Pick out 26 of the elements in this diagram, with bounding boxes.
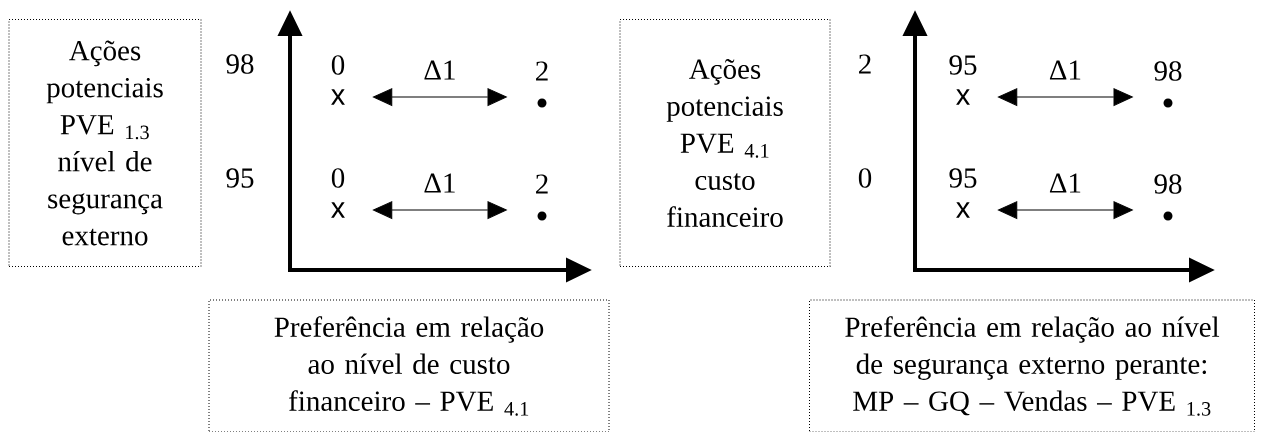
x-marker: x [956, 202, 970, 218]
double-arrow [373, 88, 507, 106]
point-value: 95 [949, 55, 977, 75]
double-arrow [998, 88, 1133, 106]
edge-label: Δ1 [1047, 172, 1083, 194]
point-value: 95 [949, 168, 977, 188]
point-value: 0 [331, 168, 345, 188]
double-arrow [998, 201, 1133, 219]
edge-label: Δ1 [1047, 59, 1083, 81]
double-arrow [373, 201, 507, 219]
text-box: Preferência em relação ao nível de custo financeiro – PVE $_{4.1}$ [208, 299, 610, 432]
edge-label: Δ1 [422, 172, 458, 194]
edge-label: Δ1 [422, 59, 458, 81]
point-value: 2 [536, 61, 548, 81]
point-value: 98 [1154, 174, 1182, 194]
x-marker: x [331, 89, 345, 105]
text-box: Preferência em relação ao nível de segurança externo perante: MP – GQ – Vendas – PVE $_{1.3}$ [809, 299, 1255, 432]
axis-value: 2 [859, 54, 871, 74]
text-box: Ações potenciais PVE $_{4.1}$ custo financeiro [619, 19, 831, 267]
point-value: 98 [1154, 61, 1182, 81]
axis-value: 0 [858, 168, 872, 188]
point-value: 2 [536, 174, 548, 194]
x-marker: x [331, 202, 345, 218]
point-value: 0 [331, 55, 345, 75]
x-marker: x [956, 89, 970, 105]
text-box: Ações potenciais PVE $_{1.3}$ nível de segurança externo [8, 19, 202, 267]
